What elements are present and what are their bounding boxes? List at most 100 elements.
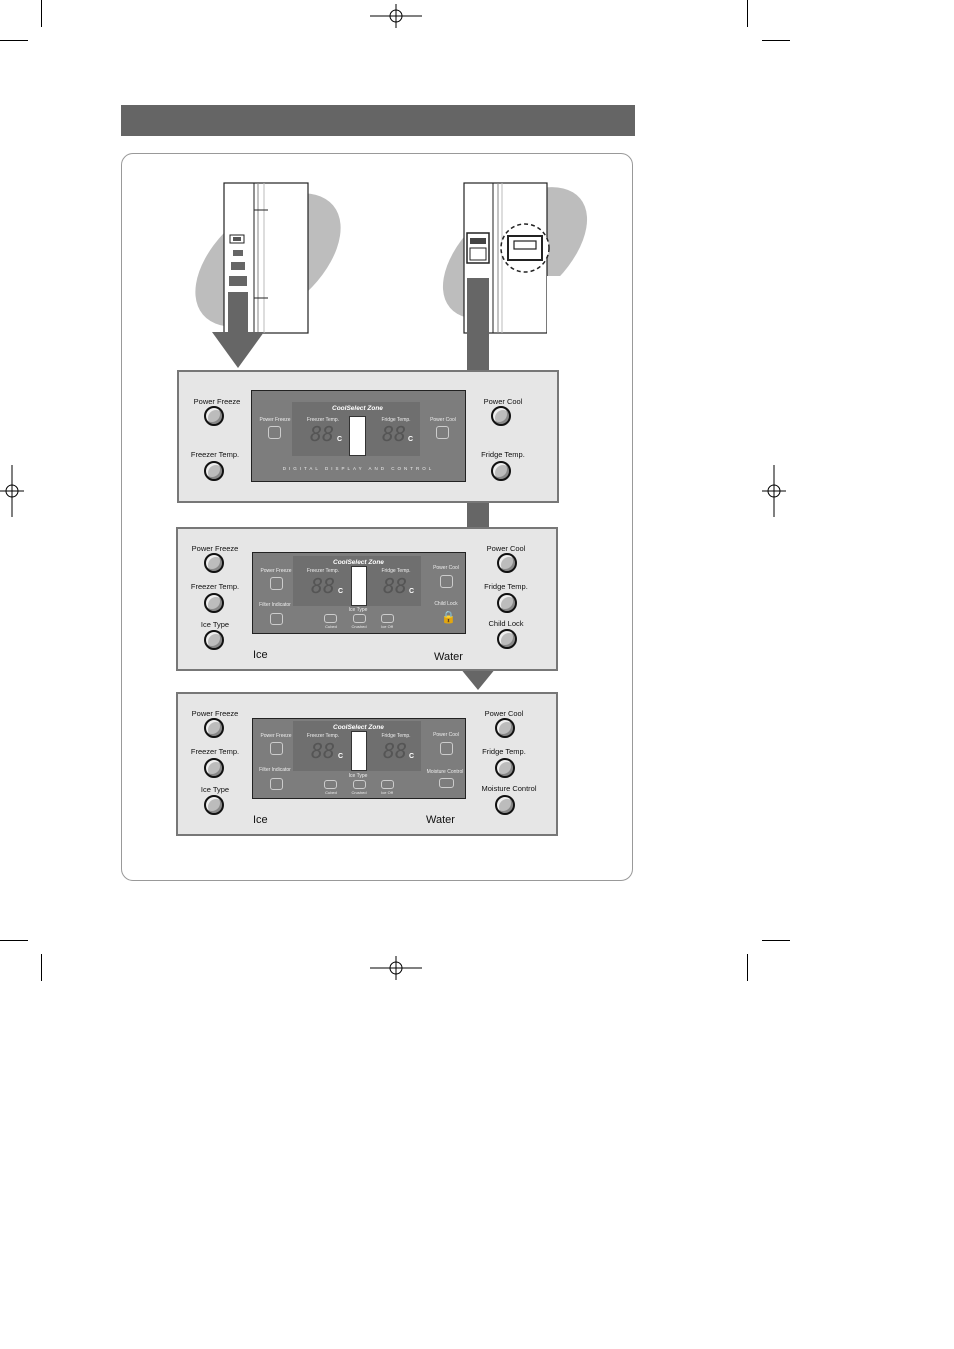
lock-icon: 🔒 (441, 610, 456, 624)
crushed-icon (353, 780, 366, 789)
ice-type-label: Ice Type (200, 785, 230, 794)
freezer-temp-label: Freezer Temp. (190, 450, 240, 459)
connector-bar (467, 500, 489, 530)
freezer-temp-digits: 88 (311, 739, 336, 763)
fridge-illustration-left (195, 182, 341, 368)
coolselect-zone-title: CoolSelect Zone (333, 724, 384, 731)
fridge-temp-digits: 88 (383, 574, 408, 598)
freeze-icon (268, 426, 281, 439)
moisture-control-button[interactable] (495, 795, 515, 815)
registration-mark (370, 956, 422, 980)
fridge-temp-digits: 88 (382, 422, 407, 446)
display-power-cool: Power Cool (430, 417, 456, 423)
freezer-temp-button[interactable] (204, 461, 224, 481)
fridge-temp-button[interactable] (491, 461, 511, 481)
cubed-icon (324, 614, 337, 623)
ice-off-icon (381, 780, 394, 789)
fridge-illustration-right (442, 182, 588, 378)
ice-label: Ice (253, 814, 268, 826)
registration-mark (762, 465, 786, 517)
crop-mark (747, 0, 748, 27)
fridge-unit: C (409, 753, 415, 760)
fridge-unit: C (408, 436, 414, 443)
display-fridge-temp: Fridge Temp. (381, 417, 411, 423)
ice-type-button[interactable] (204, 630, 224, 650)
section-header-bar (121, 105, 635, 136)
moisture-icon (439, 778, 454, 788)
power-cool-button[interactable] (497, 553, 517, 573)
display-power-freeze: Power Freeze (259, 417, 291, 423)
display-freezer-temp: Freezer Temp. (306, 568, 340, 574)
display-ice-off: Ice Off (381, 790, 393, 795)
fridge-temp-label: Fridge Temp. (481, 450, 525, 459)
power-cool-button[interactable] (495, 718, 515, 738)
water-label: Water (426, 814, 455, 826)
power-cool-label: Power Cool (484, 709, 524, 718)
fridge-temp-label: Fridge Temp. (484, 582, 528, 591)
fridge-temp-label: Fridge Temp. (482, 747, 526, 756)
crop-mark (0, 40, 28, 41)
display-crushed: Crushed (351, 790, 367, 795)
crushed-icon (353, 614, 366, 623)
display-ice-off: Ice Off (381, 624, 393, 629)
freezer-temp-label: Freezer Temp. (190, 747, 240, 756)
freezer-temp-label: Freezer Temp. (190, 582, 240, 591)
freezer-temp-button[interactable] (204, 593, 224, 613)
coolselect-icons (349, 416, 366, 456)
display-power-freeze: Power Freeze (260, 568, 292, 574)
display-power-cool: Power Cool (433, 565, 459, 571)
coolselect-zone-title: CoolSelect Zone (332, 405, 383, 412)
power-cool-label: Power Cool (486, 544, 526, 553)
crop-mark (41, 954, 42, 981)
ice-off-icon (381, 614, 394, 623)
display-footer: DIGITAL DISPLAY AND CONTROL (282, 466, 435, 471)
display-power-cool: Power Cool (433, 732, 459, 738)
power-cool-button[interactable] (491, 406, 511, 426)
freezer-unit: C (338, 588, 344, 595)
child-lock-button[interactable] (497, 629, 517, 649)
power-freeze-label: Power Freeze (191, 544, 239, 553)
crop-mark (0, 940, 28, 941)
cool-icon (436, 426, 449, 439)
power-freeze-label: Power Freeze (193, 397, 241, 406)
crop-mark (41, 0, 42, 27)
registration-mark (0, 465, 24, 517)
cubed-icon (324, 780, 337, 789)
crop-mark (762, 40, 790, 41)
freezer-temp-button[interactable] (204, 758, 224, 778)
display-moisture-control: Moisture Control (426, 769, 464, 775)
display-filter-indicator: Filter Indicator (259, 602, 291, 608)
display-power-freeze: Power Freeze (260, 733, 292, 739)
registration-mark (370, 4, 422, 28)
moisture-control-label: Moisture Control (481, 784, 537, 793)
fridge-temp-digits: 88 (383, 739, 408, 763)
display-freezer-temp: Freezer Temp. (306, 733, 340, 739)
power-freeze-label: Power Freeze (191, 709, 239, 718)
water-label: Water (434, 651, 463, 663)
filter-icon (270, 778, 283, 790)
ice-label: Ice (253, 649, 268, 661)
display-child-lock: Child Lock (434, 601, 458, 607)
ice-type-label: Ice Type (200, 620, 230, 629)
fridge-temp-button[interactable] (497, 593, 517, 613)
ice-type-button[interactable] (204, 795, 224, 815)
display-filter-indicator: Filter Indicator (259, 767, 291, 773)
filter-icon (270, 613, 283, 625)
coolselect-zone-title: CoolSelect Zone (333, 559, 384, 566)
power-freeze-button[interactable] (204, 718, 224, 738)
down-arrow-icon (460, 668, 496, 690)
crop-mark (747, 954, 748, 981)
freezer-unit: C (338, 753, 344, 760)
fridge-temp-button[interactable] (495, 758, 515, 778)
coolselect-icons (351, 731, 367, 771)
freezer-unit: C (337, 436, 343, 443)
display-ice-type: Ice Type (348, 607, 368, 613)
power-freeze-button[interactable] (204, 553, 224, 573)
display-cubed: Cubed (325, 790, 337, 795)
cool-icon (440, 575, 453, 588)
freezer-temp-digits: 88 (311, 574, 336, 598)
power-cool-label: Power Cool (483, 397, 523, 406)
display-fridge-temp: Fridge Temp. (381, 568, 411, 574)
power-freeze-button[interactable] (204, 406, 224, 426)
display-freezer-temp: Freezer Temp. (306, 417, 340, 423)
